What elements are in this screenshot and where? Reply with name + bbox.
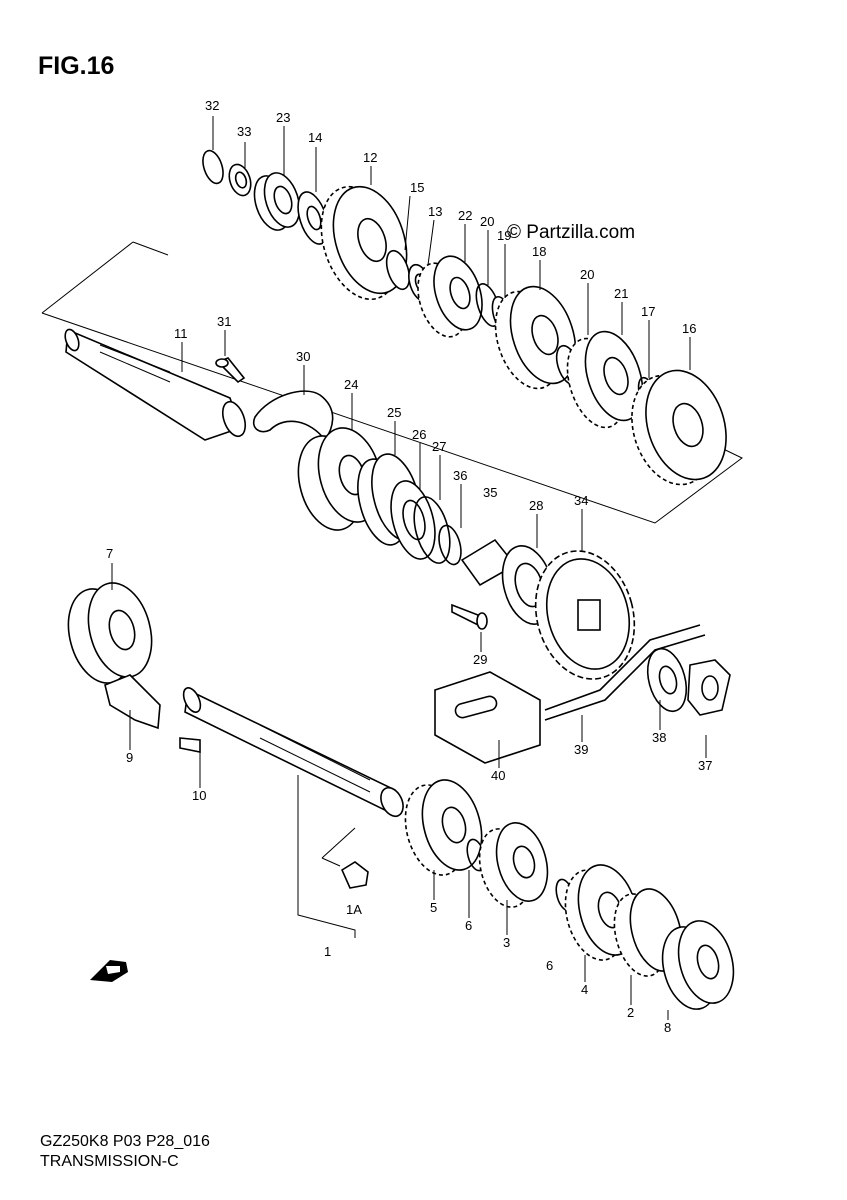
label-35: 35 bbox=[483, 485, 497, 500]
nut-1A bbox=[340, 861, 369, 889]
label-23: 23 bbox=[276, 110, 290, 125]
label-15: 15 bbox=[410, 180, 424, 195]
fwd-arrow-icon bbox=[90, 960, 128, 982]
label-34: 34 bbox=[574, 493, 588, 508]
label-16: 16 bbox=[682, 321, 696, 336]
label-1A: 1A bbox=[346, 902, 362, 917]
label-9: 9 bbox=[126, 750, 133, 765]
label-6b: 6 bbox=[546, 958, 553, 973]
circlip-32 bbox=[202, 149, 224, 185]
bushing-15 bbox=[385, 249, 411, 291]
label-11: 11 bbox=[174, 326, 188, 341]
label-40: 40 bbox=[491, 768, 505, 783]
screw-10 bbox=[179, 737, 201, 753]
bolt-29 bbox=[451, 603, 488, 630]
washer-33 bbox=[228, 163, 252, 197]
gear-2 bbox=[613, 888, 683, 977]
label-25: 25 bbox=[387, 405, 401, 420]
gear-22 bbox=[417, 255, 483, 338]
o-ring-36 bbox=[438, 524, 462, 566]
label-27: 27 bbox=[432, 439, 446, 454]
label-17: 17 bbox=[641, 304, 655, 319]
label-12: 12 bbox=[363, 150, 377, 165]
label-21: 21 bbox=[614, 286, 628, 301]
label-3: 3 bbox=[503, 935, 510, 950]
bearing-8 bbox=[661, 920, 735, 1010]
label-26: 26 bbox=[412, 427, 426, 442]
part-labels: 32 33 23 14 12 15 13 22 20 19 18 20 21 1… bbox=[106, 98, 712, 1035]
drive-chain-39 bbox=[544, 624, 706, 721]
copyright-notice: © Partzilla.com bbox=[507, 222, 636, 243]
label-20b: 20 bbox=[580, 267, 594, 282]
label-30: 30 bbox=[296, 349, 310, 364]
label-31: 31 bbox=[217, 314, 231, 329]
label-32: 32 bbox=[205, 98, 219, 113]
drawing-code: GZ250K8 P03 P28_016 bbox=[40, 1133, 210, 1150]
label-38: 38 bbox=[652, 730, 666, 745]
label-20a: 20 bbox=[480, 214, 494, 229]
label-6a: 6 bbox=[465, 918, 472, 933]
bearing-7 bbox=[67, 582, 153, 684]
nut-1A-leader2 bbox=[321, 857, 341, 867]
gear-18 bbox=[494, 285, 577, 390]
label-18: 18 bbox=[532, 244, 546, 259]
gear-5 bbox=[404, 779, 483, 876]
shaft-1-bracket bbox=[297, 775, 356, 938]
oil-seal-retainer-30 bbox=[252, 390, 334, 442]
label-10: 10 bbox=[192, 788, 206, 803]
label-5: 5 bbox=[430, 900, 437, 915]
label-7: 7 bbox=[106, 546, 113, 561]
label-2: 2 bbox=[627, 1005, 634, 1020]
label-13: 13 bbox=[428, 204, 442, 219]
drive-shaft-11 bbox=[64, 328, 247, 441]
label-33: 33 bbox=[237, 124, 251, 139]
washer-38 bbox=[646, 647, 688, 713]
sprocket-34 bbox=[534, 550, 636, 680]
label-37: 37 bbox=[698, 758, 712, 773]
spacer-26 bbox=[390, 480, 436, 560]
gear-3 bbox=[478, 822, 549, 908]
label-36: 36 bbox=[453, 468, 467, 483]
leader-lines bbox=[111, 116, 707, 1020]
section-title: TRANSMISSION-C bbox=[40, 1153, 179, 1170]
label-4: 4 bbox=[581, 982, 588, 997]
bearing-23 bbox=[253, 172, 301, 231]
label-8: 8 bbox=[664, 1020, 671, 1035]
label-39: 39 bbox=[574, 742, 588, 757]
label-14: 14 bbox=[308, 130, 322, 145]
nut-37 bbox=[687, 659, 731, 716]
nut-1A-leader bbox=[321, 827, 356, 859]
label-24: 24 bbox=[344, 377, 358, 392]
label-22: 22 bbox=[458, 208, 472, 223]
label-28: 28 bbox=[529, 498, 543, 513]
screw-31 bbox=[215, 357, 246, 384]
figure-title: FIG.16 bbox=[38, 52, 115, 80]
label-29: 29 bbox=[473, 652, 487, 667]
gear-21 bbox=[566, 330, 644, 429]
label-19: 19 bbox=[497, 228, 511, 243]
label-1: 1 bbox=[324, 944, 331, 959]
bearing-retainer-9 bbox=[104, 674, 161, 730]
gear-16 bbox=[631, 369, 727, 486]
counter-shaft-1 bbox=[182, 687, 404, 818]
upper-assembly-frame bbox=[41, 241, 743, 524]
chain-joint-40 bbox=[434, 671, 541, 764]
